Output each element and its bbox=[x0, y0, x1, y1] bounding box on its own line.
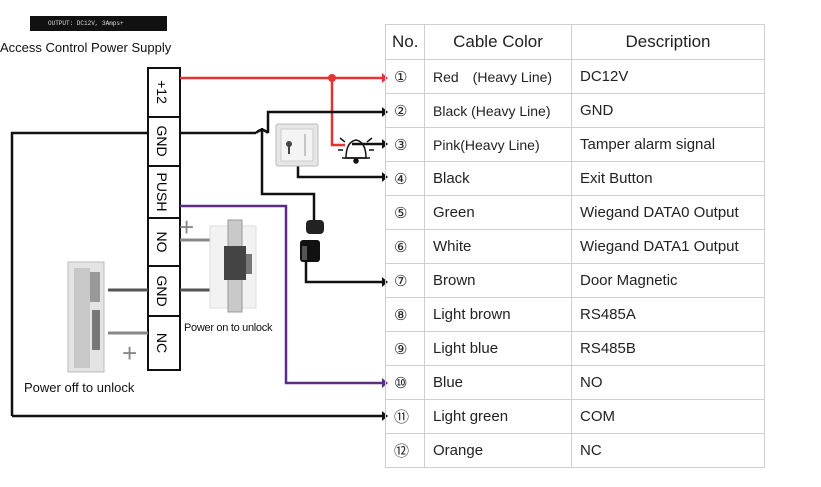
row-description: COM bbox=[571, 399, 765, 434]
row-color: Green bbox=[424, 195, 572, 230]
row-num: ① bbox=[385, 59, 425, 94]
row-description: RS485B bbox=[571, 331, 765, 366]
power-supply-title: Access Control Power Supply bbox=[0, 40, 172, 55]
row-color: White bbox=[424, 229, 572, 264]
header-color: Cable Color bbox=[424, 24, 572, 60]
row-num: ⑧ bbox=[385, 297, 425, 332]
electric-strike-icon bbox=[209, 219, 257, 313]
plus-sign: + bbox=[179, 212, 194, 242]
terminal-label: +12 bbox=[154, 80, 170, 104]
row-description: Door Magnetic bbox=[571, 263, 765, 298]
terminal-label: NO bbox=[154, 232, 170, 253]
terminal-label: GND bbox=[154, 125, 170, 156]
row-color: Orange bbox=[424, 433, 572, 468]
row-num: ⑩ bbox=[385, 365, 425, 400]
row-num: ④ bbox=[385, 161, 425, 196]
output-label: OUTPUT: DC12V, 3Amps+ bbox=[30, 16, 167, 31]
magnetic-lock-icon bbox=[67, 261, 105, 373]
row-color: Light blue bbox=[424, 331, 572, 366]
row-color: Light brown bbox=[424, 297, 572, 332]
terminal-label: PUSH bbox=[154, 173, 170, 212]
wire-black bbox=[10, 110, 382, 418]
power-on-label: Power on to unlock bbox=[184, 322, 273, 334]
alarm-bell-icon bbox=[338, 137, 374, 164]
terminal-block: +12 GND PUSH NO GND NC bbox=[147, 67, 181, 371]
row-num: ⑫ bbox=[385, 433, 425, 468]
terminal-label: GND bbox=[154, 275, 170, 306]
exit-button-icon bbox=[275, 123, 319, 167]
row-description: NC bbox=[571, 433, 765, 468]
row-color: Black bbox=[424, 161, 572, 196]
row-num: ② bbox=[385, 93, 425, 128]
plus-sign: + bbox=[122, 338, 137, 368]
row-num: ⑪ bbox=[385, 399, 425, 434]
row-color: Black (Heavy Line) bbox=[424, 93, 572, 128]
row-description: Wiegand DATA1 Output bbox=[571, 229, 765, 264]
row-num: ⑨ bbox=[385, 331, 425, 366]
header-description: Description bbox=[571, 24, 765, 60]
row-color: Red (Heavy Line) bbox=[424, 59, 572, 94]
terminal-label: NC bbox=[154, 333, 170, 353]
row-color: Brown bbox=[424, 263, 572, 298]
row-description: GND bbox=[571, 93, 765, 128]
row-description: Exit Button bbox=[571, 161, 765, 196]
row-color: Blue bbox=[424, 365, 572, 400]
header-no: No. bbox=[385, 24, 425, 60]
wire-purple bbox=[180, 204, 382, 385]
row-description: Tamper alarm signal bbox=[571, 127, 765, 162]
row-description: NO bbox=[571, 365, 765, 400]
row-description: RS485A bbox=[571, 297, 765, 332]
table-header-row: No. Cable Color Description bbox=[385, 24, 765, 60]
door-magnet-icon bbox=[300, 220, 324, 262]
row-num: ③ bbox=[385, 127, 425, 162]
wire-red bbox=[180, 74, 382, 147]
row-num: ⑥ bbox=[385, 229, 425, 264]
row-color: Pink(Heavy Line) bbox=[424, 127, 572, 162]
row-description: DC12V bbox=[571, 59, 765, 94]
row-num: ⑤ bbox=[385, 195, 425, 230]
row-description: Wiegand DATA0 Output bbox=[571, 195, 765, 230]
power-off-label: Power off to unlock bbox=[24, 380, 135, 395]
row-color: Light green bbox=[424, 399, 572, 434]
row-num: ⑦ bbox=[385, 263, 425, 298]
